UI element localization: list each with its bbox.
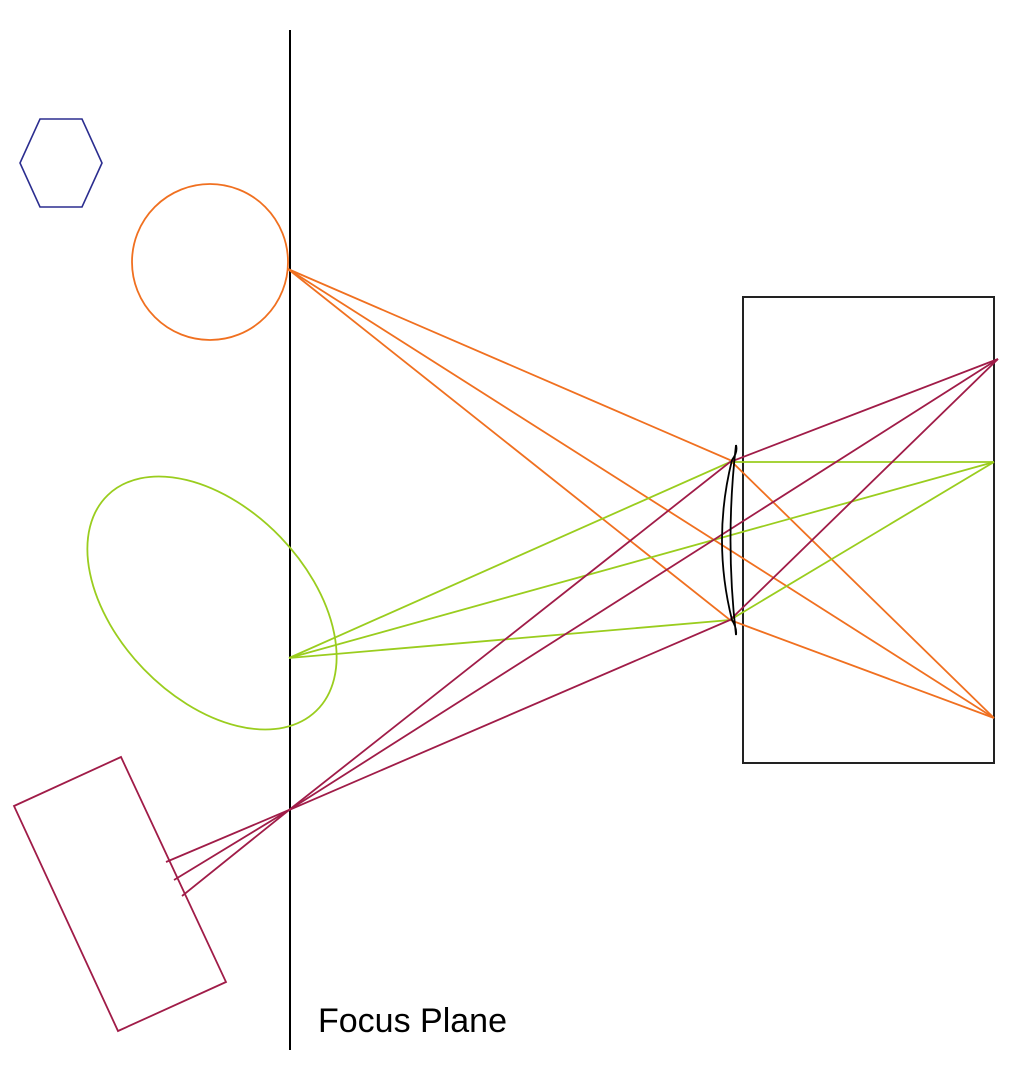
camera-body [742,296,995,764]
circle-object [131,183,289,341]
ray-group-circle [287,268,995,719]
ray-ellipse-center [288,461,995,659]
hexagon-object [19,118,103,208]
ray-rectangle-bottom [181,358,999,897]
ellipse-object [86,475,338,731]
focus-plane-label: Focus Plane [318,1002,507,1040]
ray-circle-center [287,268,995,719]
rectangle-object [12,755,228,1033]
lens [721,444,738,636]
ray-rectangle-top [165,358,999,863]
ray-group-rectangle [165,358,999,897]
ray-circle-top [287,268,995,719]
ray-group-ellipse [288,461,995,659]
ray-rectangle-center [173,358,999,881]
